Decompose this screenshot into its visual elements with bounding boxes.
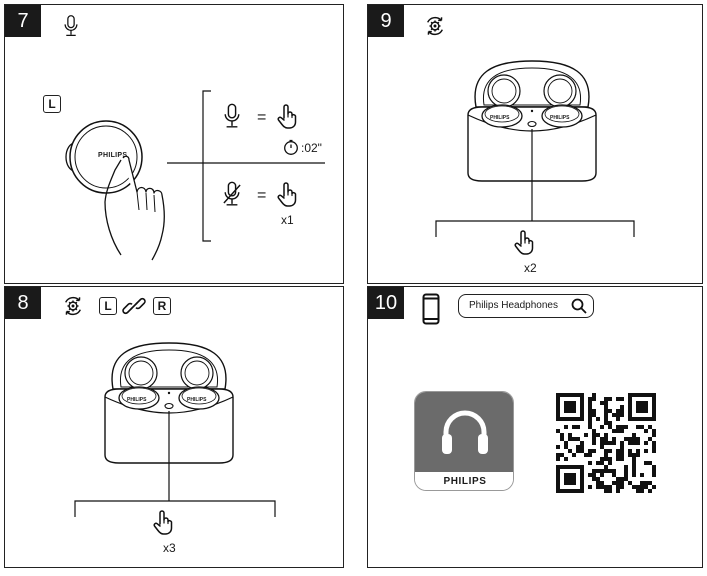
step-number: 7 bbox=[5, 5, 41, 37]
search-bar: Philips Headphones bbox=[458, 294, 594, 318]
tap-count: x1 bbox=[281, 213, 294, 227]
earbud-brand: PHILIPS bbox=[127, 397, 147, 403]
earbud-brand: PHILIPS bbox=[550, 115, 570, 121]
search-text: Philips Headphones bbox=[469, 300, 558, 311]
earbud-illustration bbox=[65, 120, 165, 261]
tap-hand-icon bbox=[277, 182, 297, 207]
app-label: PHILIPS bbox=[415, 472, 513, 490]
earbud-brand: PHILIPS bbox=[187, 397, 207, 403]
tap-hand-icon bbox=[277, 104, 297, 129]
microphone-muted-icon bbox=[223, 181, 241, 206]
pointer-lines bbox=[74, 411, 276, 517]
left-key-badge: L bbox=[43, 95, 61, 113]
phone-icon bbox=[422, 293, 440, 325]
earbud-brand: PHILIPS bbox=[490, 115, 510, 121]
pointer-lines bbox=[435, 129, 635, 237]
app-icon-background bbox=[415, 392, 513, 472]
left-key-badge: L bbox=[99, 297, 117, 315]
panel-9: 9 PHILIPS PHILIPS x2 bbox=[367, 4, 703, 284]
panel-10: 10 Philips Headphones PHILIPS bbox=[367, 286, 703, 568]
right-key-badge: R bbox=[153, 297, 171, 315]
step-number: 9 bbox=[368, 5, 404, 37]
tap-hand-icon bbox=[153, 510, 173, 535]
step-number: 10 bbox=[368, 287, 404, 319]
microphone-icon bbox=[224, 103, 240, 128]
tap-hand-icon bbox=[514, 230, 534, 255]
equals-sign: = bbox=[257, 109, 267, 126]
app-icon: PHILIPS bbox=[414, 391, 514, 491]
step-number: 8 bbox=[5, 287, 41, 319]
tap-count: x3 bbox=[163, 541, 176, 555]
search-icon bbox=[571, 298, 587, 314]
hold-duration: :02" bbox=[301, 141, 322, 155]
stopwatch-icon bbox=[284, 139, 298, 155]
headphones-icon bbox=[442, 410, 488, 454]
link-icon bbox=[122, 297, 146, 315]
earbud-brand: PHILIPS bbox=[98, 152, 128, 159]
panel-8: 8 L R PHILIPS PHILIPS x3 bbox=[4, 286, 344, 568]
panel-7: 7 L PHILIPS = :02" = x1 bbox=[4, 4, 344, 284]
qr-code bbox=[556, 393, 656, 493]
dividers bbox=[167, 90, 325, 242]
equals-sign: = bbox=[257, 187, 267, 204]
tap-count: x2 bbox=[524, 261, 537, 275]
